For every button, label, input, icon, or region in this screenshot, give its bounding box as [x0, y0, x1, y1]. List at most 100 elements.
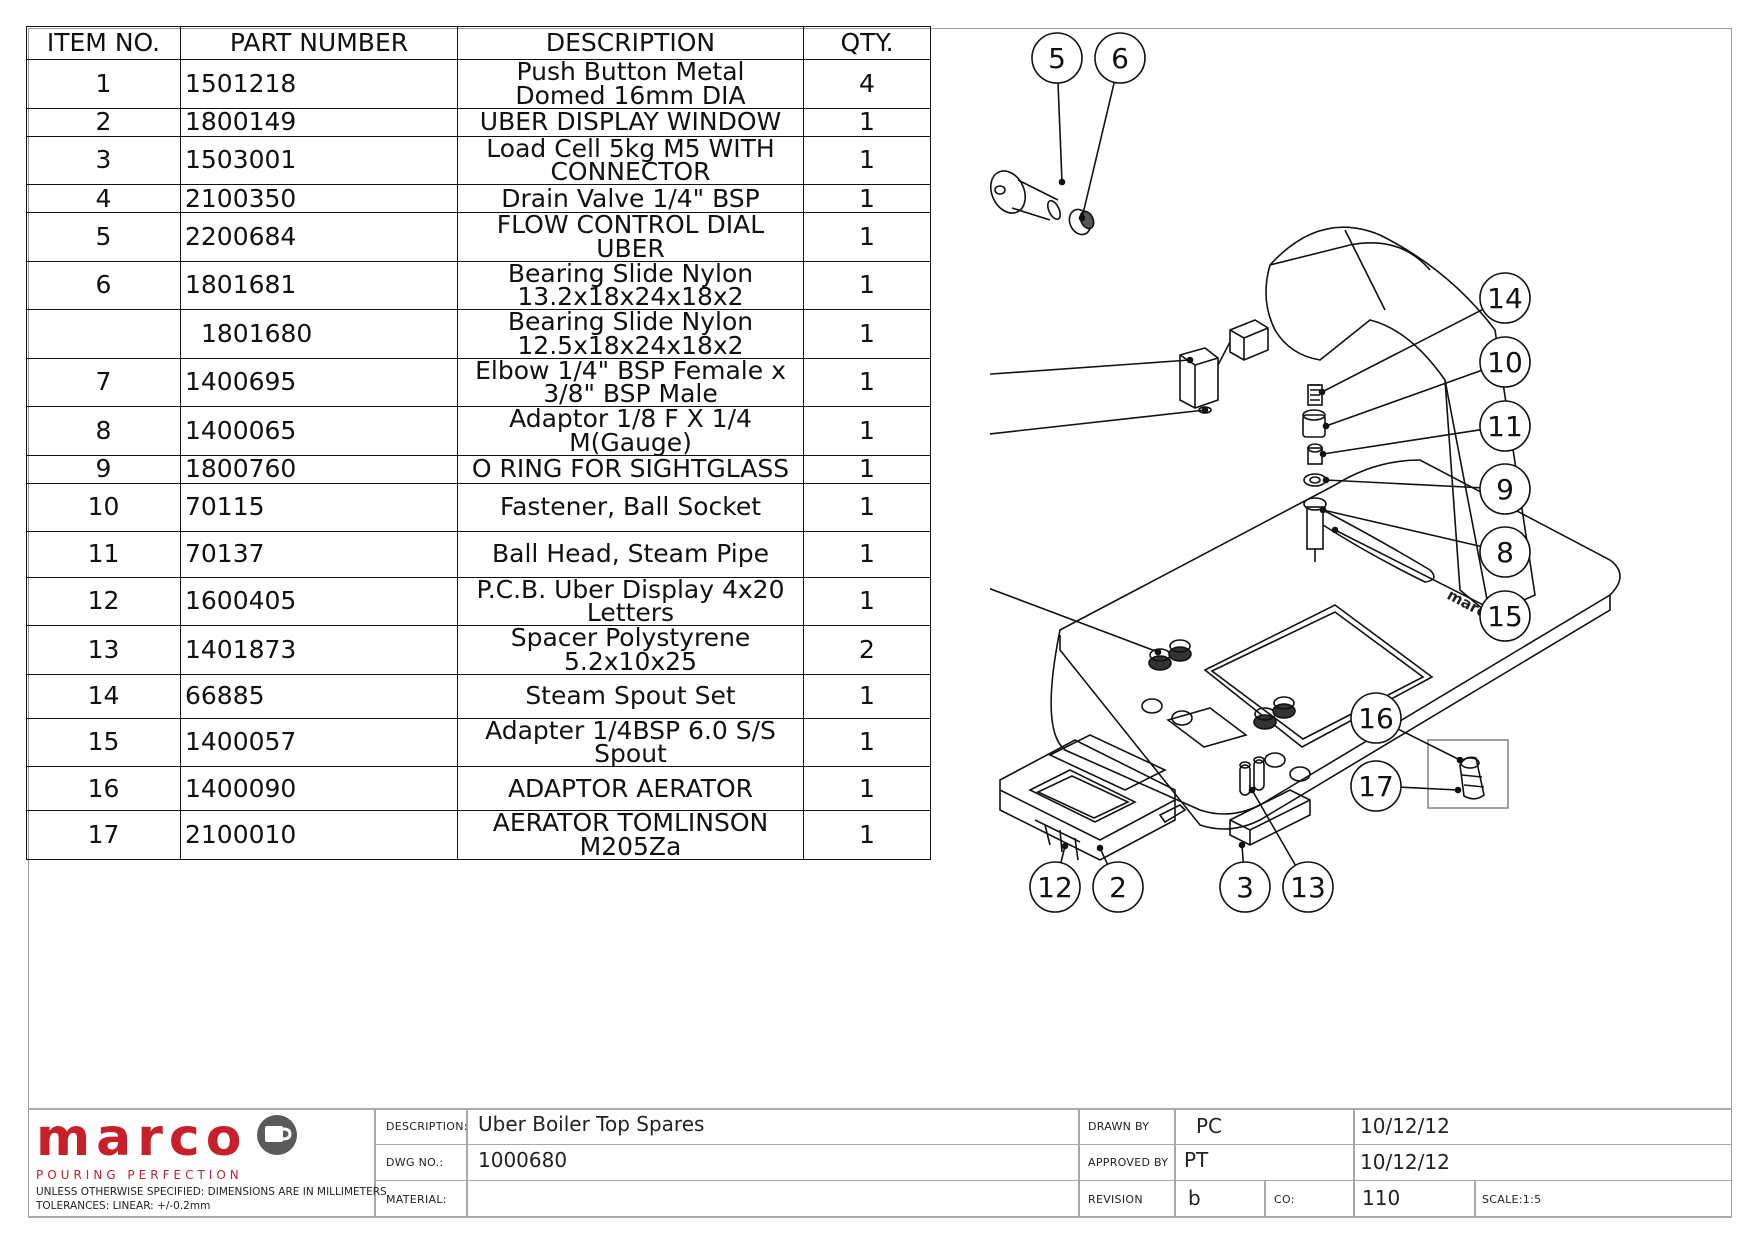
approved-by-value: PT [1184, 1148, 1209, 1172]
qty-cell: 1 [803, 673, 931, 719]
description-cell: Drain Valve 1/4" BSP [457, 184, 804, 213]
balloon-number: 6 [1111, 42, 1129, 75]
description-line: Adapter 1/4BSP 6.0 S/S [485, 715, 776, 745]
item-no-cell: 7 [26, 357, 181, 407]
item-no-cell: 14 [26, 673, 181, 719]
leader-arrowhead [1331, 526, 1339, 534]
leader-line [1325, 479, 1481, 489]
part-number-cell: 1400090 [180, 766, 458, 811]
description-cell: ADAPTOR AERATOR [457, 766, 804, 811]
description-line: Steam Spout Set [525, 681, 736, 711]
balloon-number: 5 [1048, 42, 1066, 75]
leader-line [1057, 82, 1063, 183]
item-balloon [1092, 861, 1144, 913]
description-line: M(Gauge) [569, 427, 692, 457]
leader-line [990, 359, 1191, 375]
steam-spout-body [1265, 226, 1536, 617]
leader-arrowhead [1319, 506, 1327, 514]
leader-line [1400, 786, 1459, 791]
item-no-cell: 5 [26, 212, 181, 262]
balloon-number: 16 [1358, 702, 1394, 735]
description-line: 13.2x18x24x18x2 [517, 282, 744, 312]
item-balloon [1350, 692, 1402, 744]
push-button-cluster-right [1253, 696, 1296, 730]
item-no-cell: 16 [26, 766, 181, 811]
leader-line [990, 409, 1206, 435]
balloon-number: 10 [1487, 346, 1523, 379]
description-line: M205Za [579, 831, 682, 861]
qty-cell: 2 [803, 625, 931, 675]
qty-cell: 1 [803, 454, 931, 484]
description-line: 5.2x10x25 [564, 646, 697, 676]
flow-control-dial-assembly [990, 170, 1095, 236]
description-line: P.C.B. Uber Display 4x20 [476, 574, 785, 604]
push-button-cluster-left [1148, 639, 1192, 671]
item-balloon [1479, 400, 1531, 452]
company-logo: marco [36, 1108, 248, 1168]
item-no-cell: 3 [26, 135, 181, 185]
description-line: Domed 16mm DIA [515, 80, 746, 110]
leader-line [1081, 82, 1116, 219]
leader-arrowhead [1248, 786, 1256, 794]
part-number-cell: 1800760 [180, 454, 458, 484]
description-line: 3/8" BSP Male [543, 379, 718, 409]
drain-loop [1322, 509, 1435, 583]
balloon-number: 9 [1496, 473, 1514, 506]
description-line: Bearing Slide Nylon [507, 307, 754, 336]
balloon-number: 14 [1487, 282, 1523, 315]
qty-cell: 1 [803, 717, 931, 767]
part-number-cell: 1400057 [180, 717, 458, 767]
qty-cell: 1 [803, 135, 931, 185]
balloon-number: 12 [1037, 871, 1073, 904]
balloon-number: 11 [1487, 410, 1523, 443]
balloon-number: 13 [1290, 871, 1326, 904]
balloon-number: 8 [1496, 536, 1514, 569]
material-label: MATERIAL: [386, 1193, 447, 1206]
item-no-cell: 12 [26, 576, 181, 626]
item-balloon [1350, 760, 1402, 812]
o-ring [1303, 473, 1327, 487]
item-balloon [1479, 590, 1531, 642]
description-line: Letters [586, 598, 675, 628]
item-balloon [1479, 526, 1531, 578]
description-cell: O RING FOR SIGHTGLASS [457, 454, 804, 484]
header-item-no: ITEM NO. [26, 26, 181, 60]
qty-cell: 1 [803, 184, 931, 213]
description-line: O RING FOR SIGHTGLASS [471, 454, 790, 484]
part-number-cell: 70137 [180, 530, 458, 578]
revision-value: b [1188, 1186, 1201, 1210]
description-line: UBER [596, 233, 665, 263]
description-line: Push Button Metal [516, 57, 745, 86]
scale-value: SCALE:1:5 [1482, 1193, 1542, 1206]
tolerance-note: UNLESS OTHERWISE SPECIFIED: DIMENSIONS A… [36, 1186, 387, 1212]
part-number-cell: 1400065 [180, 406, 458, 456]
item-no-cell: 11 [26, 530, 181, 578]
cup-logo-icon [257, 1115, 297, 1155]
qty-cell: 1 [803, 810, 931, 860]
co-value: 110 [1362, 1186, 1401, 1210]
header-description: DESCRIPTION [457, 26, 804, 60]
qty-cell: 1 [803, 107, 931, 137]
qty-cell: 4 [803, 59, 931, 109]
part-number-cell: 1600405 [180, 576, 458, 626]
item-no-cell: 10 [26, 482, 181, 532]
qty-cell: 1 [803, 212, 931, 262]
description-line: CONNECTOR [550, 157, 711, 187]
item-no-cell: 9 [26, 454, 181, 484]
item-no-cell: 15 [26, 717, 181, 767]
leader-line [990, 587, 1159, 653]
